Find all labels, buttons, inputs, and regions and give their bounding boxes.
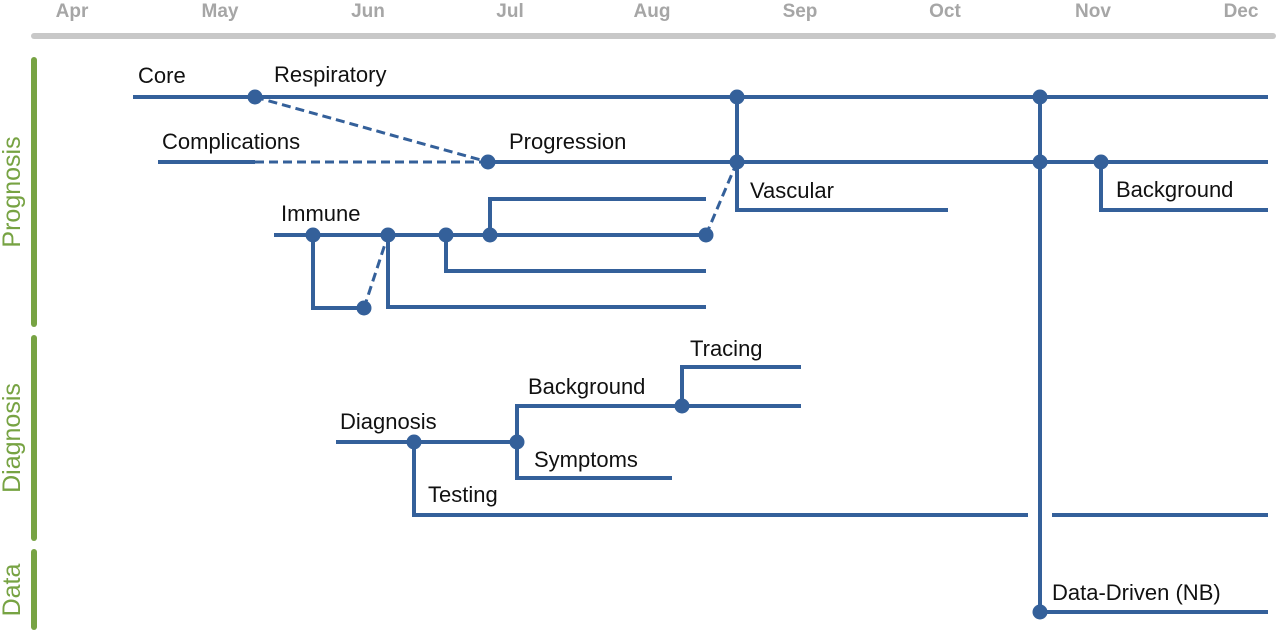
node-immune-side (356, 300, 372, 316)
month-label-nov: Nov (1075, 1, 1111, 22)
month-label-jul: Jul (496, 1, 523, 22)
immune-side-branch (311, 235, 364, 310)
node-immune-4 (482, 227, 498, 243)
branch-labels: Core Respiratory Complications Progressi… (138, 62, 1233, 605)
tracing-branch-line (680, 365, 801, 406)
node-immune-2 (380, 227, 396, 243)
node-core-respiratory (247, 89, 263, 105)
label-respiratory: Respiratory (274, 62, 386, 87)
label-data-driven: Data-Driven (NB) (1052, 580, 1221, 605)
section-label-data: Data (0, 564, 26, 617)
immune-sub-branch-lower (386, 235, 706, 309)
prognosis-branches (133, 89, 1268, 316)
label-testing: Testing (428, 482, 498, 507)
background-top-branch-line (1099, 162, 1268, 212)
label-progression: Progression (509, 129, 626, 154)
node-core-sep (729, 89, 745, 105)
month-label-sep: Sep (783, 1, 818, 22)
symptoms-branch-line (515, 442, 672, 480)
testing-branch-line (412, 442, 1028, 517)
immune-sub-branch-upper (488, 197, 706, 235)
label-background-top: Background (1116, 177, 1233, 202)
month-label-may: May (202, 1, 239, 22)
node-tracing (674, 398, 690, 414)
month-label-dec: Dec (1224, 1, 1259, 22)
month-axis: Apr May Jun Jul Aug Sep Oct Nov Dec (31, 1, 1276, 39)
background-diag-branch-line (515, 404, 801, 442)
node-immune-end (698, 227, 714, 243)
month-label-jun: Jun (351, 1, 385, 22)
node-progression (480, 154, 496, 170)
node-vascular (729, 154, 745, 170)
node-immune-1 (305, 227, 321, 243)
label-core: Core (138, 63, 186, 88)
section-markers: Prognosis Diagnosis Data (0, 57, 37, 630)
diagnosis-branches (336, 365, 1268, 517)
vascular-branch-line (735, 162, 948, 212)
node-diagnosis-split (509, 434, 525, 450)
month-label-oct: Oct (929, 1, 961, 22)
data-branches (1032, 97, 1268, 620)
immune-sub-branch-middle (444, 235, 706, 273)
node-background-top (1093, 154, 1109, 170)
label-diagnosis: Diagnosis (340, 409, 437, 434)
section-label-prognosis: Prognosis (0, 136, 26, 247)
month-label-aug: Aug (634, 1, 671, 22)
node-data-driven (1032, 604, 1048, 620)
section-label-diagnosis: Diagnosis (0, 383, 26, 493)
month-label-apr: Apr (56, 1, 89, 22)
label-tracing: Tracing (690, 336, 763, 361)
label-complications: Complications (162, 129, 300, 154)
immune-side-merge-dashed (362, 234, 390, 309)
respiratory-merge-dashed (254, 95, 489, 164)
node-testing (406, 434, 422, 450)
immune-merge-dashed (704, 161, 739, 236)
label-vascular: Vascular (750, 178, 834, 203)
label-immune: Immune (281, 201, 360, 226)
label-symptoms: Symptoms (534, 447, 638, 472)
node-immune-3 (438, 227, 454, 243)
label-background-diag: Background (528, 374, 645, 399)
